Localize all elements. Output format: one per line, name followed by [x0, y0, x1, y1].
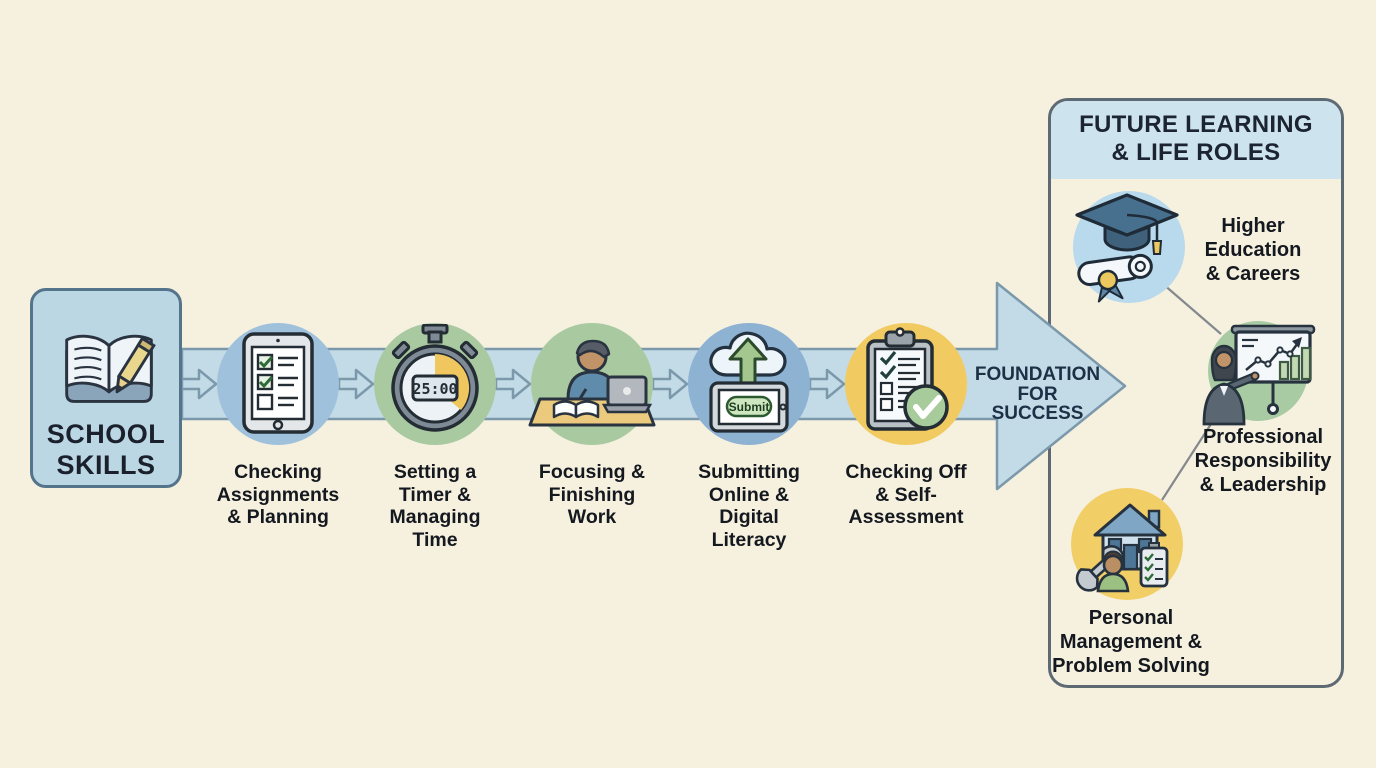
- future-panel-title: FUTURE LEARNING & LIFE ROLES: [1079, 111, 1313, 166]
- presenter-chart-icon: [1202, 324, 1316, 426]
- tablet-checklist-icon: [242, 332, 314, 434]
- step-label: Checking Off & Self- Assessment: [845, 461, 967, 528]
- future-item-label: Higher Education & Careers: [1204, 215, 1302, 285]
- foundation-arrow-label: FOUNDATION FOR SUCCESS: [974, 364, 1101, 424]
- open-book-pencil-icon: [65, 334, 156, 403]
- cloud-upload-submit-icon: Submit: [709, 331, 789, 433]
- flow-arrow-icon: [651, 368, 689, 400]
- flow-arrow-icon: [337, 368, 375, 400]
- timer-display: 25:00: [412, 380, 457, 398]
- student-working-icon: [528, 339, 656, 427]
- future-item-label: Personal Management & Problem Solving: [1052, 607, 1210, 677]
- school-skills-title: SCHOOL SKILLS: [46, 419, 166, 480]
- step-label: Submitting Online & Digital Literacy: [698, 461, 800, 551]
- clipboard-checklist-icon: [866, 327, 949, 431]
- school-skills-box: SCHOOL SKILLS: [30, 288, 182, 488]
- stopwatch-icon: 25:00: [391, 324, 479, 432]
- submit-button-label: Submit: [729, 400, 770, 414]
- future-item-label: Professional Responsibility & Leadership: [1194, 426, 1332, 496]
- step-label: Checking Assignments & Planning: [216, 461, 340, 528]
- house-wrench-checklist-icon: [1075, 503, 1169, 593]
- flow-arrow-icon: [494, 368, 532, 400]
- graduation-cap-diploma-icon: [1075, 193, 1179, 303]
- connector-line: [1162, 283, 1222, 335]
- step-label: Setting a Timer & Managing Time: [389, 461, 481, 551]
- future-panel-header: FUTURE LEARNING & LIFE ROLES: [1051, 101, 1341, 179]
- step-label: Focusing & Finishing Work: [538, 461, 646, 528]
- flow-arrow-icon: [180, 368, 218, 400]
- flow-arrow-icon: [808, 368, 846, 400]
